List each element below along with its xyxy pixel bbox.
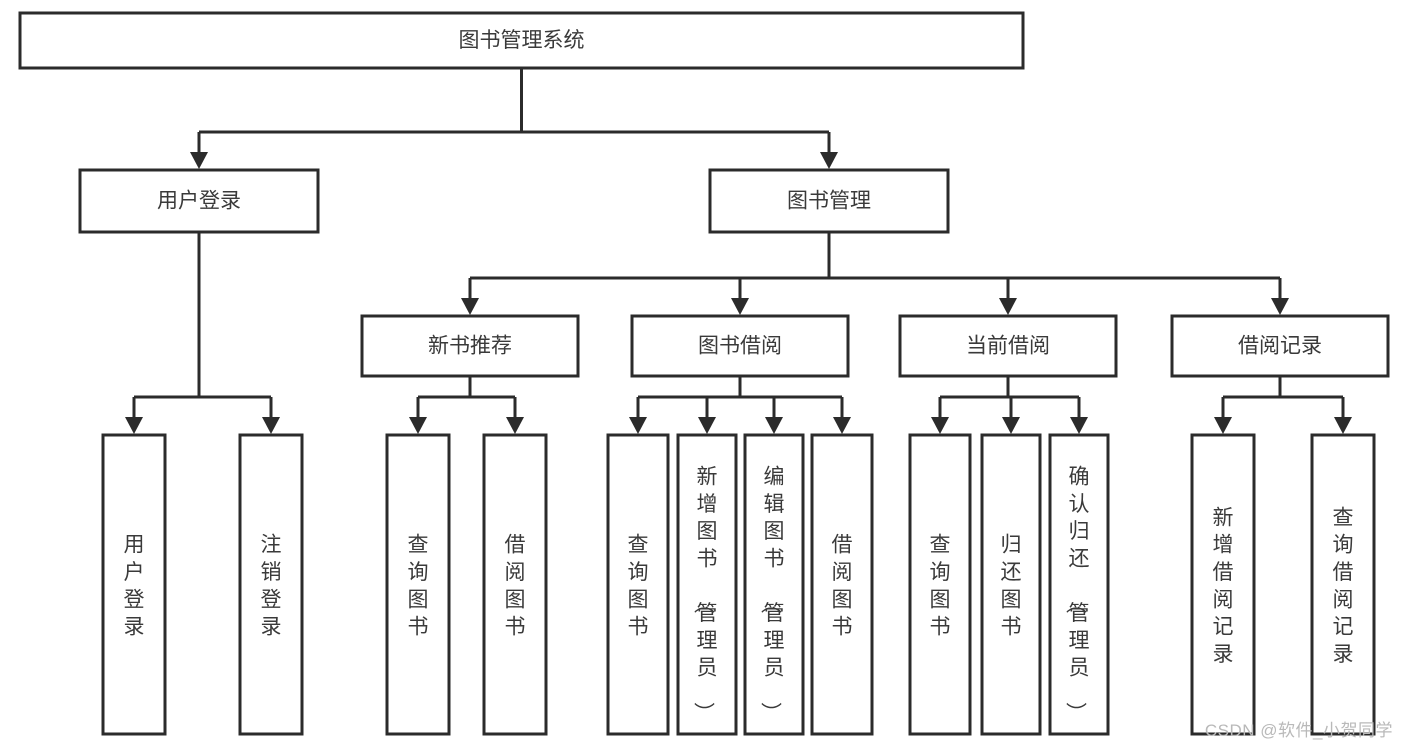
node-current-borrow[interactable]: 当前借阅 [898,314,1118,378]
node-leaf-borrow-book-1[interactable]: 借阅图书 [482,433,548,736]
node-box-leaf-borrow-book-1 [482,433,548,736]
node-label-book-manage: 图书管理 [787,190,871,213]
node-label-leaf-user-login: 用户登录 [124,534,145,639]
node-box-leaf-borrow-book-2 [810,433,874,736]
node-leaf-add-record[interactable]: 新增借阅记录 [1190,433,1256,736]
node-leaf-query-book-3[interactable]: 查询图书 [908,433,972,736]
node-box-leaf-add-book [676,433,738,736]
node-leaf-user-login[interactable]: 用户登录 [101,433,167,736]
node-leaf-query-record[interactable]: 查询借阅记录 [1310,433,1376,736]
node-label-leaf-return-book: 归还图书 [1001,534,1022,639]
node-leaf-query-book-1[interactable]: 查询图书 [385,433,451,736]
node-box-leaf-query-book-3 [908,433,972,736]
node-box-user-login [78,168,320,234]
node-book-manage[interactable]: 图书管理 [708,168,950,234]
node-leaf-query-book-2[interactable]: 查询图书 [606,433,670,736]
node-label-leaf-edit-book: 编辑图书（管理员） [759,465,785,722]
node-leaf-logout[interactable]: 注销登录 [238,433,304,736]
node-box-leaf-query-record [1310,433,1376,736]
node-box-leaf-user-login [101,433,167,736]
node-label-root: 图书管理系统 [459,29,585,52]
node-label-leaf-query-record: 查询借阅记录 [1333,506,1354,666]
node-root[interactable]: 图书管理系统 [18,11,1025,70]
node-label-user-login: 用户登录 [157,190,241,213]
node-box-leaf-edit-book [743,433,805,736]
node-box-borrow-record [1170,314,1390,378]
node-box-leaf-logout [238,433,304,736]
node-label-current-borrow: 当前借阅 [966,335,1050,358]
node-box-leaf-return-book [980,433,1042,736]
node-layer: 图书管理系统用户登录图书管理新书推荐图书借阅当前借阅借阅记录用户登录注销登录查询… [18,11,1390,736]
node-box-current-borrow [898,314,1118,378]
node-label-leaf-confirm-return: 确认归还（管理员） [1064,465,1090,722]
node-leaf-add-book[interactable]: 新增图书（管理员） [676,433,738,736]
node-box-leaf-query-book-2 [606,433,670,736]
node-label-leaf-query-book-2: 查询图书 [628,534,649,639]
node-new-book-rec[interactable]: 新书推荐 [360,314,580,378]
node-leaf-confirm-return[interactable]: 确认归还（管理员） [1048,433,1110,736]
node-label-leaf-query-book-1: 查询图书 [408,534,429,639]
node-leaf-borrow-book-2[interactable]: 借阅图书 [810,433,874,736]
node-box-leaf-confirm-return [1048,433,1110,736]
node-borrow-record[interactable]: 借阅记录 [1170,314,1390,378]
node-label-leaf-add-record: 新增借阅记录 [1213,506,1234,666]
node-label-leaf-logout: 注销登录 [261,534,282,639]
node-user-login[interactable]: 用户登录 [78,168,320,234]
node-book-borrow[interactable]: 图书借阅 [630,314,850,378]
node-leaf-edit-book[interactable]: 编辑图书（管理员） [743,433,805,736]
node-label-leaf-borrow-book-2: 借阅图书 [832,534,853,639]
node-box-leaf-add-record [1190,433,1256,736]
node-label-borrow-record: 借阅记录 [1238,335,1322,358]
node-label-leaf-add-book: 新增图书（管理员） [692,465,718,722]
node-box-root [18,11,1025,70]
node-label-book-borrow: 图书借阅 [698,335,782,358]
connector-layer [125,68,1352,434]
node-label-leaf-borrow-book-1: 借阅图书 [505,534,526,639]
node-leaf-return-book[interactable]: 归还图书 [980,433,1042,736]
node-label-leaf-query-book-3: 查询图书 [930,534,951,639]
node-box-book-borrow [630,314,850,378]
node-label-new-book-rec: 新书推荐 [428,335,512,358]
node-box-new-book-rec [360,314,580,378]
node-box-leaf-query-book-1 [385,433,451,736]
node-box-book-manage [708,168,950,234]
